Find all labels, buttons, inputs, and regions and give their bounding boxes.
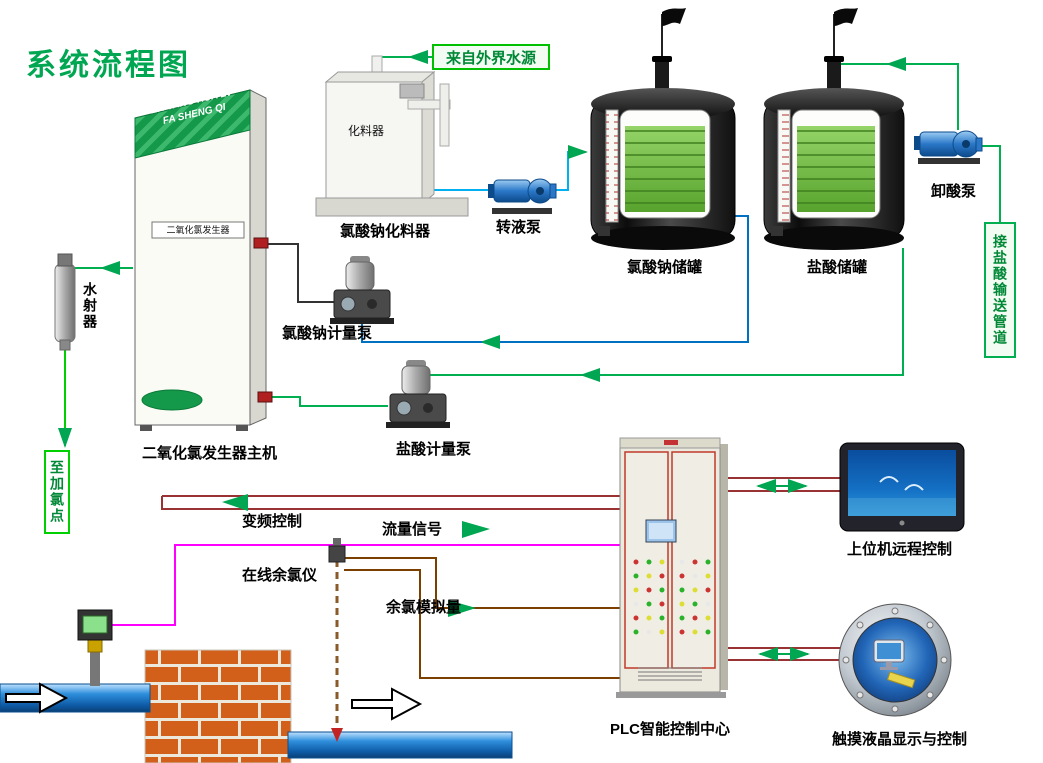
transfer-pump-caption: 转液泵 [496, 219, 542, 236]
chlorine-analyzer-caption: 在线余氯仪 [242, 567, 318, 584]
line-vfd-2 [161, 496, 620, 510]
vfd-control-label: 变频控制 [242, 513, 303, 530]
line-pump-to-tank1 [552, 145, 588, 191]
signal-lines [112, 477, 842, 679]
arrow-right-icon [448, 600, 476, 617]
line-meterpump2-to-generator [272, 396, 388, 407]
flow-arrow-icon [351, 687, 423, 721]
flag-icon [662, 8, 686, 26]
valve-icon [253, 237, 269, 249]
line-analyzer-1 [344, 557, 620, 609]
host-monitor-caption: 上位机远程控制 [847, 541, 953, 558]
to-chlorine-point-box: 至加氯点 [44, 450, 70, 534]
valve-icon [257, 391, 273, 403]
dolphin-icon [879, 476, 899, 483]
acid-unload-pump-caption: 卸酸泵 [931, 183, 977, 200]
line-pipeline-to-pump [982, 145, 1001, 222]
acid-unload-pump [914, 130, 983, 164]
flow-arrow-icon [5, 682, 69, 714]
process-lines [58, 50, 1001, 448]
dissolver-tag-label: 化料器 [348, 124, 385, 138]
naclo3-metering-pump-caption: 氯酸钠计量泵 [282, 325, 373, 342]
brick-wall [144, 649, 292, 763]
chlorine-probe [328, 538, 346, 742]
external-water-label-box: 来自外界水源 [432, 44, 550, 70]
hcl-metering-pump [386, 360, 450, 428]
arrow-left-icon [222, 494, 248, 511]
plc-vent [638, 667, 702, 681]
hcl-storage-tank [763, 8, 905, 250]
touch-display-caption: 触摸液晶显示与控制 [832, 731, 968, 748]
generator-banner-band [134, 89, 251, 159]
water-ejector [54, 253, 76, 351]
water-ejector-caption: 水射器 [82, 282, 98, 330]
dissolver-tank [315, 55, 469, 217]
naclo3-storage-tank [590, 8, 736, 250]
touch-display-porthole [838, 603, 952, 717]
line-unloadpump-to-tank2 [886, 57, 959, 130]
line-analyzer-2 [344, 569, 620, 679]
dolphin-icon [904, 484, 924, 491]
flag-icon [834, 8, 858, 26]
hcl-tank-caption: 盐酸储罐 [807, 259, 868, 276]
flow-meter [77, 609, 113, 686]
hcl-metering-pump-caption: 盐酸计量泵 [396, 441, 472, 458]
line-flow-signal [112, 544, 620, 626]
plc-buttons [633, 559, 711, 635]
generator-plate-label: 二氧化氯发生器 [166, 225, 230, 235]
flow-signal-label: 流量信号 [382, 521, 443, 538]
dissolver-caption: 氯酸钠化料器 [340, 223, 431, 240]
host-monitor [839, 442, 965, 532]
hcl-pipeline-box: 接盐酸输送管道 [984, 222, 1016, 358]
direction-arrows [222, 479, 810, 661]
monitor-screen [848, 450, 956, 516]
porthole-bolts [842, 607, 948, 713]
plc-caption: PLC智能控制中心 [610, 721, 731, 738]
generator-logo [141, 389, 203, 411]
generator-caption: 二氧化氯发生器主机 [142, 445, 278, 462]
transfer-pump [488, 178, 557, 214]
valve-icon [598, 226, 610, 236]
arrow-right-icon [462, 521, 490, 538]
line-tank1-to-meterpump [480, 215, 749, 349]
water-pipe-bottom [287, 731, 513, 759]
keyboard-icon [886, 671, 916, 689]
line-meterpump1-to-generator [266, 243, 334, 303]
page-title: 系统流程图 [26, 49, 191, 82]
meter-screen [82, 615, 108, 634]
generator-cabinet [134, 89, 273, 431]
naclo3-metering-pump [330, 256, 394, 324]
valve-icon [771, 226, 783, 236]
naclo3-tank-caption: 氯酸钠储罐 [627, 259, 703, 276]
residual-chlorine-label: 余氯模拟量 [386, 599, 462, 616]
line-tank2-to-meterpump [580, 248, 904, 382]
plc-cabinet [616, 437, 728, 698]
